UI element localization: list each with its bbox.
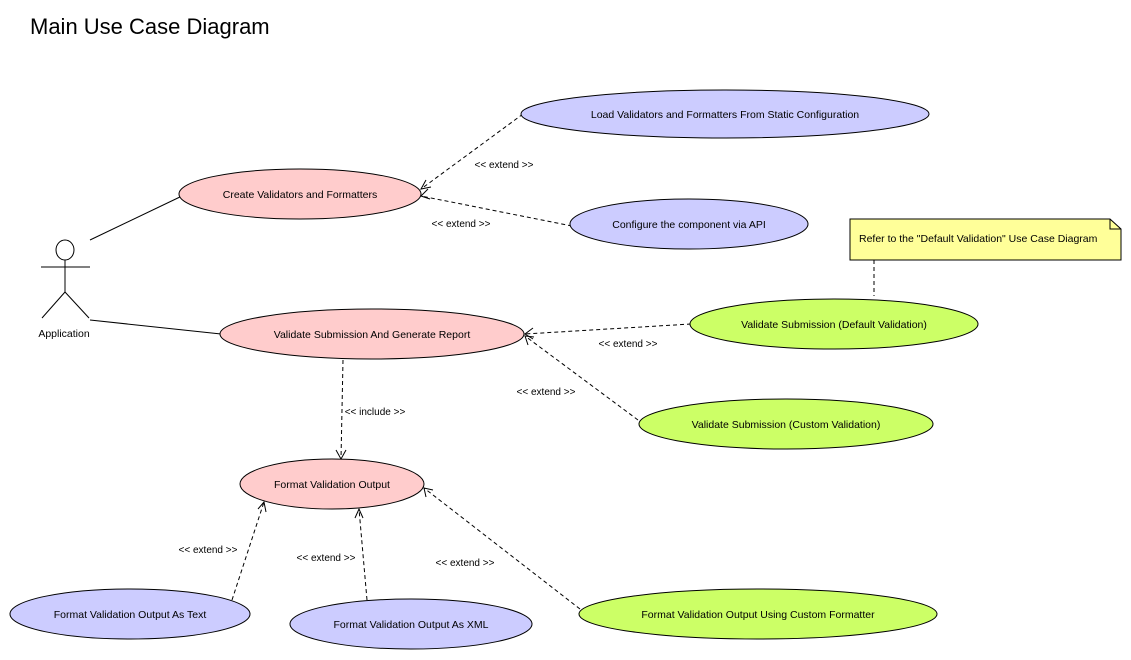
note-default-validation[interactable]: Refer to the "Default Validation" Use Ca…: [849, 218, 1122, 261]
use-case-configure-api[interactable]: Configure the component via API: [569, 198, 809, 250]
arrowhead-format-xml: [354, 507, 364, 519]
use-case-label: Load Validators and Formatters From Stat…: [591, 109, 859, 121]
use-case-create-validators[interactable]: Create Validators and Formatters: [178, 168, 422, 220]
use-case-load-static-config[interactable]: Load Validators and Formatters From Stat…: [520, 89, 930, 139]
use-case-label: Validate Submission And Generate Report: [274, 329, 471, 341]
association-actor-validate: [89, 319, 222, 335]
use-case-label: Format Validation Output: [274, 479, 390, 491]
use-case-format-xml[interactable]: Format Validation Output As XML: [289, 598, 533, 650]
include-label-format-output: << include >>: [345, 407, 406, 418]
association-actor-create: [89, 195, 183, 241]
extend-line-format-text: [231, 501, 265, 601]
extend-label-validate-default: << extend >>: [599, 339, 658, 350]
actor-application[interactable]: Application: [38, 239, 90, 340]
arrowhead-load-static: [420, 179, 432, 190]
use-case-validate-generate-report[interactable]: Validate Submission And Generate Report: [219, 308, 525, 360]
use-case-label: Format Validation Output As XML: [333, 619, 488, 631]
diagram-title: Main Use Case Diagram: [30, 14, 270, 39]
extend-line-validate-default: [524, 323, 692, 335]
extend-label-configure-api: << extend >>: [432, 219, 491, 230]
include-line-format-output: [340, 359, 344, 460]
use-case-format-custom-formatter[interactable]: Format Validation Output Using Custom Fo…: [578, 588, 938, 640]
extend-line-validate-custom: [524, 335, 639, 421]
extend-label-format-xml: << extend >>: [297, 553, 356, 564]
extend-line-format-xml: [358, 508, 368, 601]
use-case-label: Create Validators and Formatters: [223, 189, 377, 201]
use-case-label: Format Validation Output As Text: [54, 609, 207, 621]
extend-label-validate-custom: << extend >>: [517, 387, 576, 398]
use-case-format-output[interactable]: Format Validation Output: [239, 458, 425, 510]
extend-label-format-custom: << extend >>: [436, 558, 495, 569]
note-text: Refer to the "Default Validation" Use Ca…: [859, 233, 1098, 245]
extend-label-format-text: << extend >>: [179, 545, 238, 556]
arrowhead-validate-default: [524, 327, 534, 340]
actor-label: Application: [38, 328, 90, 340]
arrowhead-validate-custom: [524, 335, 535, 346]
arrowhead-format-custom: [423, 487, 434, 498]
extend-line-format-custom: [423, 487, 581, 610]
stick-figure-icon: [41, 239, 90, 319]
use-case-label: Format Validation Output Using Custom Fo…: [641, 609, 875, 621]
use-case-label: Configure the component via API: [612, 219, 766, 231]
extend-label-load-static: << extend >>: [475, 160, 534, 171]
extend-line-configure-api: [420, 195, 573, 227]
arrowhead-format-text: [257, 500, 267, 513]
use-case-label: Validate Submission (Default Validation): [741, 319, 927, 331]
arrowhead-configure-api: [420, 188, 431, 200]
use-case-validate-custom[interactable]: Validate Submission (Custom Validation): [638, 398, 934, 450]
use-case-format-text[interactable]: Format Validation Output As Text: [9, 588, 251, 640]
extend-line-load-static: [420, 113, 524, 190]
use-case-validate-default[interactable]: Validate Submission (Default Validation): [689, 298, 979, 350]
use-case-label: Validate Submission (Custom Validation): [692, 419, 881, 431]
